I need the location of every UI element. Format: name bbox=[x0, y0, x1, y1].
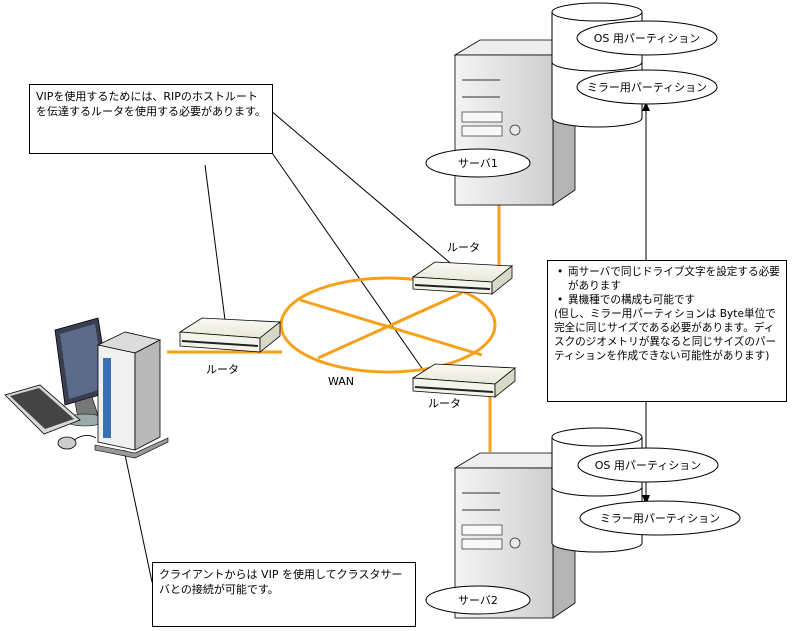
callout-line-top-2 bbox=[269, 149, 429, 378]
os-partition-2-ellipse bbox=[577, 447, 719, 483]
router-top-stripe bbox=[414, 284, 491, 290]
mouse bbox=[57, 436, 77, 450]
os-partition-1-label: OS 用パーティション bbox=[594, 32, 700, 45]
note-vip-router: VIPを使用するためには、RIPのホストルートを伝達するルータを使用する必要があ… bbox=[29, 84, 273, 154]
callout-line-bottom bbox=[123, 449, 153, 583]
keyboard-keys bbox=[10, 388, 74, 429]
router-bottom-stripe bbox=[414, 386, 494, 393]
disk-1-mid-arc bbox=[551, 61, 643, 72]
note-client-vip-text: クライアントからは VIP を使用してクラスタサーバとの接続が可能です。 bbox=[159, 568, 403, 596]
server-2-label: サーバ2 bbox=[458, 594, 498, 607]
tower-accent-strip bbox=[103, 358, 111, 438]
server-1-label-ellipse bbox=[425, 148, 531, 178]
router-left bbox=[178, 317, 282, 353]
server-1-power-button bbox=[509, 124, 521, 136]
note-vip-router-text: VIPを使用するためには、RIPのホストルートを伝達するルータを使用する必要があ… bbox=[36, 90, 266, 118]
disk-1-bottom-arc bbox=[551, 117, 643, 128]
server-1-drive-bay-2 bbox=[461, 125, 503, 137]
monitor-screen bbox=[60, 324, 105, 399]
wan-ellipse bbox=[279, 276, 497, 374]
wan-diagonal-2 bbox=[317, 291, 463, 360]
note-bullet-1: 両サーバで同じドライブ文字を設定する必要があります bbox=[554, 265, 780, 293]
partition-labels-1: OS 用パーティション ミラー用パーティション bbox=[576, 20, 718, 105]
router-top bbox=[411, 261, 514, 295]
callout-line-top-3 bbox=[204, 164, 226, 321]
note-paragraph: (但し、ミラー用パーティションは Byte単位で完全に同じサイズである必要があり… bbox=[554, 308, 777, 362]
os-partition-2-label: OS 用パーティション bbox=[595, 459, 701, 472]
note-bullet-list: 両サーバで同じドライブ文字を設定する必要があります 異機種での構成も可能です bbox=[554, 265, 780, 307]
server-1-label: サーバ1 bbox=[458, 157, 498, 170]
router-left-side bbox=[259, 321, 281, 353]
mouse-cable bbox=[73, 435, 97, 441]
disk-2-mid-arc bbox=[551, 486, 643, 497]
router-bottom-label: ルータ bbox=[428, 397, 461, 410]
os-partition-1-ellipse bbox=[576, 20, 718, 56]
wan-links bbox=[167, 196, 501, 452]
router-bottom bbox=[411, 363, 517, 398]
arrow-head-down bbox=[642, 495, 650, 505]
router-top-label: ルータ bbox=[447, 241, 480, 254]
router-top-side bbox=[491, 265, 513, 295]
router-bottom-side bbox=[494, 367, 516, 398]
arrow-head-up bbox=[642, 102, 650, 111]
partition-labels-2: OS 用パーティション ミラー用パーティション bbox=[577, 447, 741, 536]
client-pc bbox=[4, 317, 169, 459]
mirror-partition-1-ellipse bbox=[576, 69, 718, 105]
disk-2-top-ellipse bbox=[551, 427, 643, 447]
server-2-power-button bbox=[509, 537, 521, 549]
wan-diagonal-1 bbox=[299, 298, 483, 357]
mirror-partition-2-ellipse bbox=[579, 500, 741, 536]
server-2-drive-bay bbox=[461, 524, 503, 536]
server-2-drive-bay-2 bbox=[461, 538, 503, 550]
tower-side bbox=[134, 339, 161, 451]
note-client-vip: クライアントからは VIP を使用してクラスタサーバとの接続が可能です。 bbox=[152, 562, 416, 627]
disk-2-bottom-arc bbox=[551, 542, 643, 553]
server-1-drive-bay bbox=[461, 111, 503, 123]
callout-line-top-1 bbox=[269, 109, 456, 268]
mirror-partition-2-label: ミラー用パーティション bbox=[600, 512, 720, 525]
note-bullet-2: 異機種での構成も可能です bbox=[554, 293, 780, 307]
router-left-stripe bbox=[181, 340, 259, 347]
wan-label: WAN bbox=[328, 375, 354, 388]
tower-base bbox=[94, 437, 169, 459]
note-partition-requirements: 両サーバで同じドライブ文字を設定する必要があります 異機種での構成も可能です (… bbox=[547, 260, 787, 402]
disk-1-top-ellipse bbox=[551, 2, 643, 22]
server-2-label-ellipse bbox=[425, 585, 531, 615]
mirror-partition-1-label: ミラー用パーティション bbox=[587, 81, 707, 94]
callout-lines bbox=[123, 108, 647, 583]
router-left-label: ルータ bbox=[206, 363, 239, 376]
